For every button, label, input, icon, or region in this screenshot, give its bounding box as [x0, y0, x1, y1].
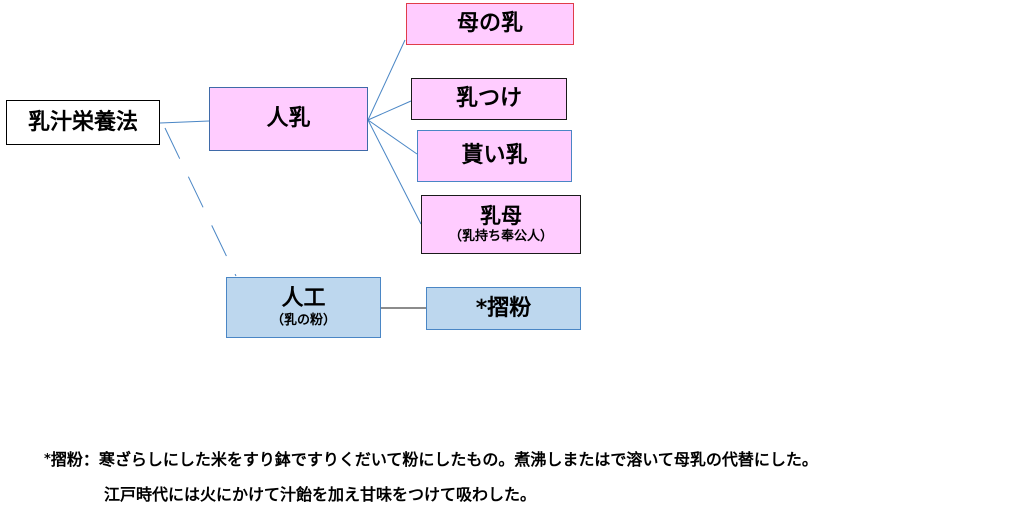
connector-human-moraichi: [367, 119, 418, 155]
node-mothers-milk: 母の乳: [406, 3, 574, 45]
node-wet-nurse-label: 乳母: [480, 203, 522, 228]
node-human-milk-label: 人乳: [266, 106, 311, 132]
footnote-marker: *: [44, 452, 51, 467]
footnote-line-1-text: 摺粉：寒ざらしにした米をすり鉢ですりくだいて粉にしたもの。煮沸しまたはで溶いて母…: [50, 450, 818, 469]
node-surifun-label: *摺粉: [475, 295, 532, 321]
connector-root-artificial: [164, 127, 237, 277]
node-wet-nurse: 乳母 （乳持ち奉公人）: [421, 195, 581, 254]
connector-root-human: [159, 120, 210, 124]
node-root: 乳汁栄養法: [6, 100, 160, 145]
node-wet-nurse-sublabel: （乳持ち奉公人）: [448, 229, 553, 245]
node-human-milk: 人乳: [209, 87, 368, 151]
footnote-line-1: *摺粉：寒ざらしにした米をすり鉢ですりくだいて粉にしたもの。煮沸しまたはで溶いて…: [44, 446, 818, 470]
node-mothers-milk-label: 母の乳: [456, 11, 523, 37]
node-moraichi-label: 貰い乳: [461, 143, 528, 169]
node-surifun: *摺粉: [426, 287, 581, 330]
node-chitsuke-label: 乳つけ: [455, 86, 522, 112]
connector-human-chitsuke: [367, 100, 412, 121]
node-root-label: 乳汁栄養法: [27, 109, 138, 135]
node-artificial-sublabel: （乳の粉）: [270, 312, 336, 328]
node-artificial-label: 人工: [281, 286, 326, 312]
node-artificial: 人工 （乳の粉）: [226, 277, 381, 338]
connector-human-hahanochi: [367, 39, 406, 121]
footnote-line-2: 江戸時代には火にかけて汁飴を加え甘味をつけて吸わした。: [104, 485, 537, 504]
connector-human-menoto: [367, 119, 422, 225]
node-chitsuke: 乳つけ: [411, 78, 567, 120]
node-moraichi: 貰い乳: [417, 130, 572, 182]
